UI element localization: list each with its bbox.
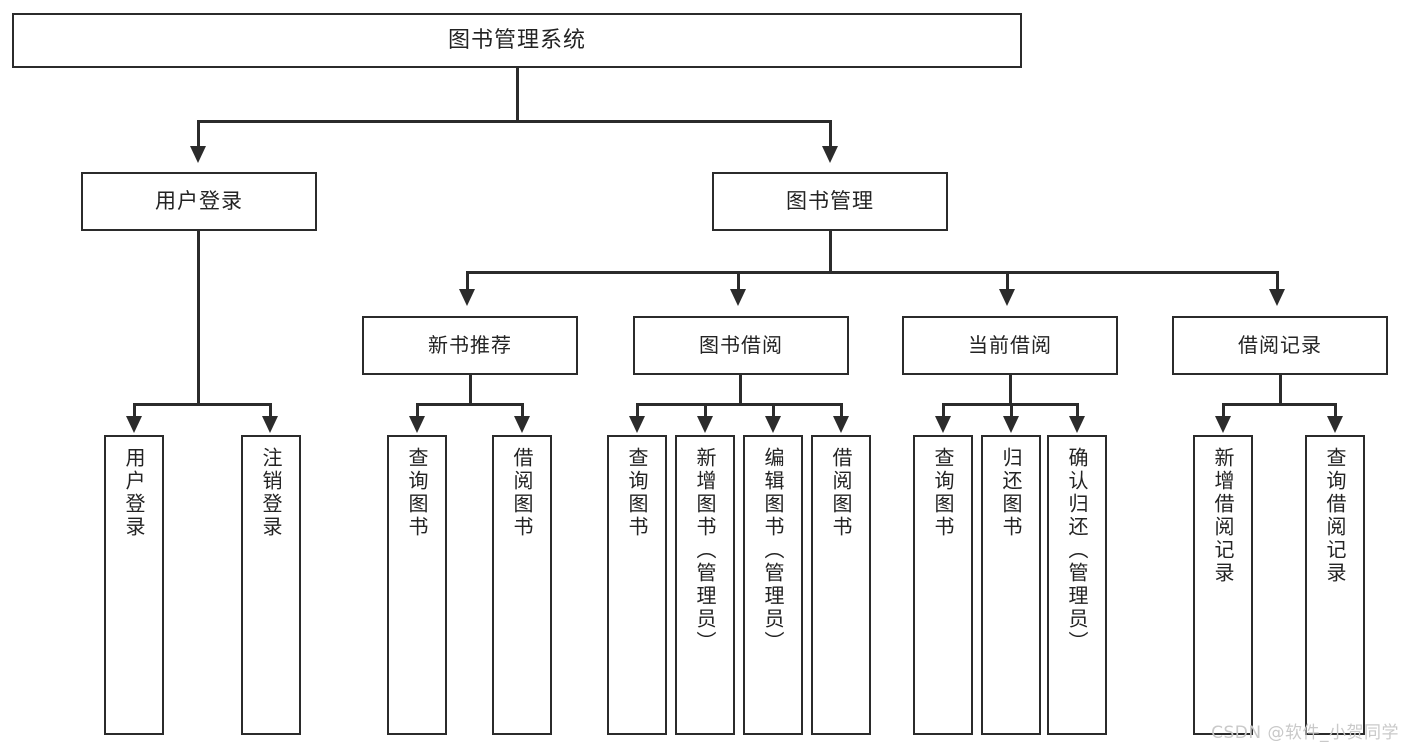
arrow-to-leaf-query-book-1 [409, 416, 425, 433]
arrow-to-leaf-add-book [697, 416, 713, 433]
arrow-to-leaf-query-record [1327, 416, 1343, 433]
leaf-query-book-new[interactable]: 查询图书 [387, 435, 447, 735]
connector-level3-drop-3 [1006, 271, 1009, 291]
connector-new-book-bus [416, 403, 524, 406]
arrow-to-current-borrow [999, 289, 1015, 306]
node-label: 查询借阅记录 [1323, 447, 1347, 585]
arrow-to-leaf-confirm-return [1069, 416, 1085, 433]
connector-user-login-drop-2 [269, 403, 272, 418]
connector-user-login-drop-1 [133, 403, 136, 418]
node-current-borrow[interactable]: 当前借阅 [902, 316, 1118, 375]
connector-level3-drop-1 [466, 271, 469, 291]
arrow-to-book-borrow [730, 289, 746, 306]
node-label: 查询图书 [625, 447, 649, 539]
connector-current-borrow-drop-3 [1076, 403, 1079, 418]
connector-current-borrow-drop-1 [942, 403, 945, 418]
node-book-management[interactable]: 图书管理 [712, 172, 948, 231]
connector-borrow-record-stem [1279, 375, 1282, 405]
node-user-login[interactable]: 用户登录 [81, 172, 317, 231]
leaf-query-book-current[interactable]: 查询图书 [913, 435, 973, 735]
arrow-to-leaf-user-login [126, 416, 142, 433]
node-label: 归还图书 [999, 447, 1023, 539]
arrow-to-leaf-query-book-2 [629, 416, 645, 433]
leaf-add-book-admin[interactable]: 新增图书（管理员） [675, 435, 735, 735]
connector-borrow-record-drop-1 [1222, 403, 1225, 418]
arrow-to-borrow-record [1269, 289, 1285, 306]
arrow-to-leaf-return-book [1003, 416, 1019, 433]
connector-book-borrow-drop-4 [840, 403, 843, 418]
node-label: 借阅记录 [1238, 332, 1322, 357]
node-label: 借阅图书 [510, 447, 534, 539]
connector-book-borrow-drop-2 [704, 403, 707, 418]
connector-level3-drop-2 [737, 271, 740, 291]
connector-book-borrow-stem [739, 375, 742, 405]
node-label: 查询图书 [405, 447, 429, 539]
arrow-to-leaf-logout [262, 416, 278, 433]
arrow-to-user-login [190, 146, 206, 163]
node-borrow-record[interactable]: 借阅记录 [1172, 316, 1388, 375]
connector-root-stem [516, 68, 519, 121]
node-label: 用户登录 [155, 189, 243, 214]
connector-current-borrow-drop-2 [1010, 403, 1013, 418]
leaf-return-book[interactable]: 归还图书 [981, 435, 1041, 735]
node-label: 注销登录 [259, 447, 283, 539]
node-label: 新增图书（管理员） [693, 447, 717, 654]
node-label: 借阅图书 [829, 447, 853, 539]
connector-book-borrow-bus [636, 403, 843, 406]
connector-root-drop-left [197, 120, 200, 148]
connector-new-book-drop-1 [416, 403, 419, 418]
connector-book-manage-stem [829, 231, 832, 273]
node-label: 图书借阅 [699, 332, 783, 357]
connector-new-book-stem [469, 375, 472, 405]
node-label: 编辑图书（管理员） [761, 447, 785, 654]
leaf-confirm-return-admin[interactable]: 确认归还（管理员） [1047, 435, 1107, 735]
connector-root-drop-right [829, 120, 832, 148]
node-label: 新书推荐 [428, 332, 512, 357]
leaf-borrow-book-new[interactable]: 借阅图书 [492, 435, 552, 735]
connector-book-borrow-drop-1 [636, 403, 639, 418]
connector-new-book-drop-2 [521, 403, 524, 418]
connector-book-borrow-drop-3 [772, 403, 775, 418]
arrow-to-leaf-add-record [1215, 416, 1231, 433]
node-label: 图书管理系统 [447, 27, 586, 53]
connector-level3-bus [466, 271, 1279, 274]
node-label: 用户登录 [122, 447, 146, 539]
arrow-to-book-manage [822, 146, 838, 163]
leaf-add-borrow-record[interactable]: 新增借阅记录 [1193, 435, 1253, 735]
connector-level3-drop-4 [1276, 271, 1279, 291]
arrow-to-leaf-edit-book [765, 416, 781, 433]
leaf-query-borrow-record[interactable]: 查询借阅记录 [1305, 435, 1365, 735]
csdn-watermark: CSDN @软件_小贺同学 [1211, 723, 1399, 743]
node-label: 确认归还（管理员） [1065, 447, 1089, 654]
connector-current-borrow-stem [1009, 375, 1012, 405]
arrow-to-leaf-query-book-3 [935, 416, 951, 433]
leaf-edit-book-admin[interactable]: 编辑图书（管理员） [743, 435, 803, 735]
arrow-to-leaf-borrow-book-1 [514, 416, 530, 433]
node-label: 图书管理 [786, 189, 874, 214]
arrow-to-new-book [459, 289, 475, 306]
node-label: 新增借阅记录 [1211, 447, 1235, 585]
connector-borrow-record-bus [1222, 403, 1337, 406]
connector-user-login-stem [197, 231, 200, 405]
leaf-borrow-book[interactable]: 借阅图书 [811, 435, 871, 735]
node-new-book-recommend[interactable]: 新书推荐 [362, 316, 578, 375]
connector-borrow-record-drop-2 [1334, 403, 1337, 418]
node-label: 查询图书 [931, 447, 955, 539]
node-label: 当前借阅 [968, 332, 1052, 357]
connector-root-bus [197, 120, 832, 123]
arrow-to-leaf-borrow-book-2 [833, 416, 849, 433]
node-book-borrow[interactable]: 图书借阅 [633, 316, 849, 375]
leaf-query-book-borrow[interactable]: 查询图书 [607, 435, 667, 735]
connector-user-login-bus [133, 403, 269, 406]
node-root-system[interactable]: 图书管理系统 [12, 13, 1022, 68]
leaf-logout[interactable]: 注销登录 [241, 435, 301, 735]
leaf-user-login[interactable]: 用户登录 [104, 435, 164, 735]
